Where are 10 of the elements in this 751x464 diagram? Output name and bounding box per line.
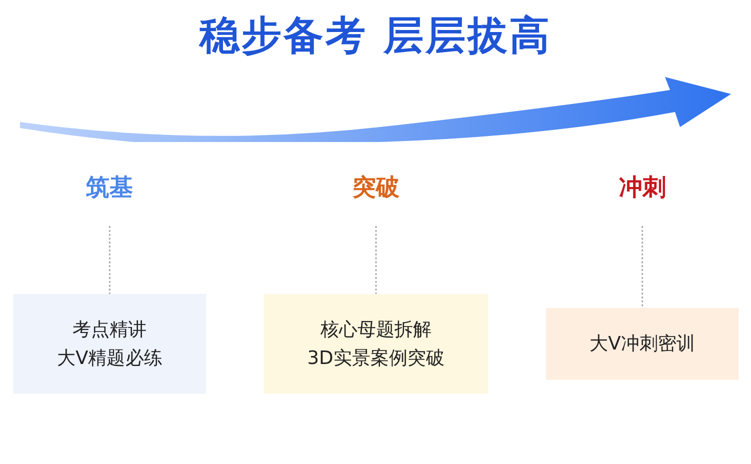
content-card: 大V冲刺密训 — [546, 308, 738, 380]
leader-line — [641, 226, 643, 308]
title: 稳步备考 层层拔高 — [198, 12, 552, 61]
leader-line — [108, 226, 110, 294]
leader-line — [374, 226, 376, 294]
content-card: 考点精讲 大V精题必练 — [12, 294, 206, 394]
stage-label: 冲刺 — [618, 173, 666, 201]
stage-label: 突破 — [352, 173, 399, 201]
content-card: 核心母题拆解 3D实景案例突破 — [263, 294, 488, 394]
stage-label: 筑基 — [86, 173, 133, 201]
